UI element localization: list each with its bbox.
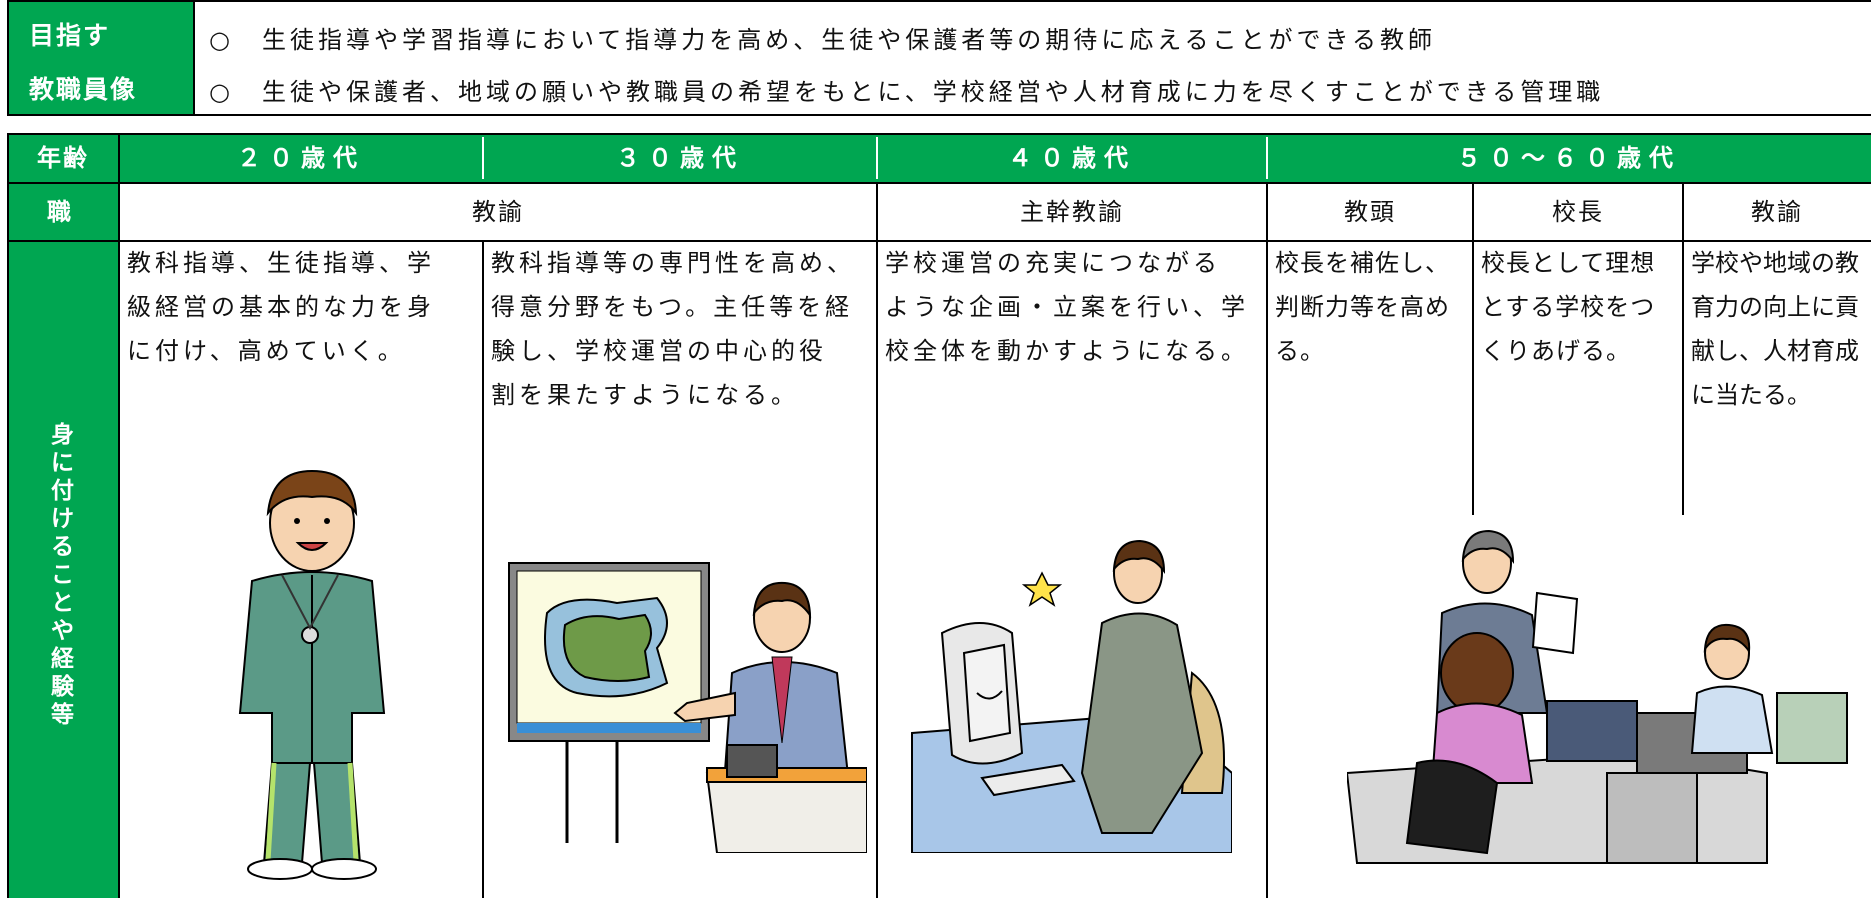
text-line: 育力の向上に貢 (1691, 293, 1859, 321)
text-line: 校全体を動かすようになる。 (885, 337, 1249, 365)
teacher-presenting-illustration (508, 562, 867, 853)
age-50s-60s: ５０～６０歳代 (1267, 133, 1871, 183)
text-line: 級経営の基本的な力を身 (127, 293, 435, 321)
position-kyoyu-senior: 教諭 (1751, 198, 1803, 226)
text-line: ような企画・立案を行い、学 (885, 293, 1249, 321)
text-line: くりあげる。 (1481, 337, 1631, 365)
teacher-in-tracksuit-illustration (238, 469, 386, 880)
age-label: 年齢 (37, 144, 89, 172)
goal-label-line2: 教職員像 (29, 75, 138, 104)
skills-20s: 教科指導、生徒指導、学 級経営の基本的な力を身 に付け、高めていく。 (119, 241, 483, 373)
teacher-at-computer-illustration (911, 539, 1232, 853)
position-header: 職 (7, 183, 119, 241)
text-line: 割を果たすようになる。 (491, 381, 799, 409)
text-line: に付け、高めていく。 (127, 337, 406, 365)
skills-kyoto: 校長を補佐し、 判断力等を高め る。 (1267, 241, 1473, 373)
position-kocho: 校長 (1552, 198, 1604, 226)
position-kyoto: 教頭 (1344, 198, 1396, 226)
career-table: 年齢 ２０歳代 ３０歳代 ４０歳代 ５０～６０歳代 職 教諭 主幹教諭 教頭 校… (7, 133, 1871, 898)
goal-item: ○ 生徒や保護者、地域の願いや教職員の希望をもとに、学校経営や人材育成に力を尽く… (209, 78, 1605, 106)
text-line: 献し、人材育成 (1691, 337, 1859, 365)
age-40s: ４０歳代 (877, 133, 1267, 183)
age-20s: ２０歳代 (119, 133, 483, 183)
text-line: 学校や地域の教 (1691, 249, 1859, 277)
staff-meeting-illustration (1347, 529, 1848, 864)
text-line: 験し、学校運営の中心的役 (491, 337, 827, 365)
text-line: 校長として理想 (1481, 249, 1656, 277)
position-kyoyu: 教諭 (472, 198, 524, 226)
text-line: に当たる。 (1691, 381, 1811, 409)
text-line: 得意分野をもつ。主任等を経 (491, 293, 854, 321)
goal-label: 目指す 教職員像 (9, 2, 195, 114)
skills-40s: 学校運営の充実につながる ような企画・立案を行い、学 校全体を動かすようになる。 (877, 241, 1267, 373)
skills-senior-teacher: 学校や地域の教 育力の向上に貢 献し、人材育成 に当たる。 (1683, 241, 1871, 417)
skills-kocho: 校長として理想 とする学校をつ くりあげる。 (1473, 241, 1683, 373)
text-line: 判断力等を高め (1275, 293, 1450, 321)
text-line: 学校運営の充実につながる (885, 249, 1221, 277)
skills-label: 身に付けることや経験等 (51, 422, 74, 728)
age-header: 年齢 (7, 133, 119, 183)
text-line: とする学校をつ (1481, 293, 1656, 321)
text-line: 教科指導等の専門性を高め、 (491, 249, 855, 277)
skills-header: 身に付けることや経験等 (7, 241, 119, 898)
age-30s: ３０歳代 (483, 133, 877, 183)
goal-item: ○ 生徒指導や学習指導において指導力を高め、生徒や保護者等の期待に応えることがで… (209, 26, 1437, 54)
text-line: 教科指導、生徒指導、学 (127, 249, 435, 277)
goal-label-line1: 目指す (29, 21, 111, 50)
skills-30s: 教科指導等の専門性を高め、 得意分野をもつ。主任等を経 験し、学校運営の中心的役… (483, 241, 877, 417)
text-line: 校長を補佐し、 (1275, 249, 1450, 277)
text-line: る。 (1275, 337, 1325, 365)
position-label: 職 (47, 198, 79, 226)
position-shukan: 主幹教諭 (1020, 198, 1124, 226)
goal-table: 目指す 教職員像 ○ 生徒指導や学習指導において指導力を高め、生徒や保護者等の期… (7, 0, 1871, 116)
